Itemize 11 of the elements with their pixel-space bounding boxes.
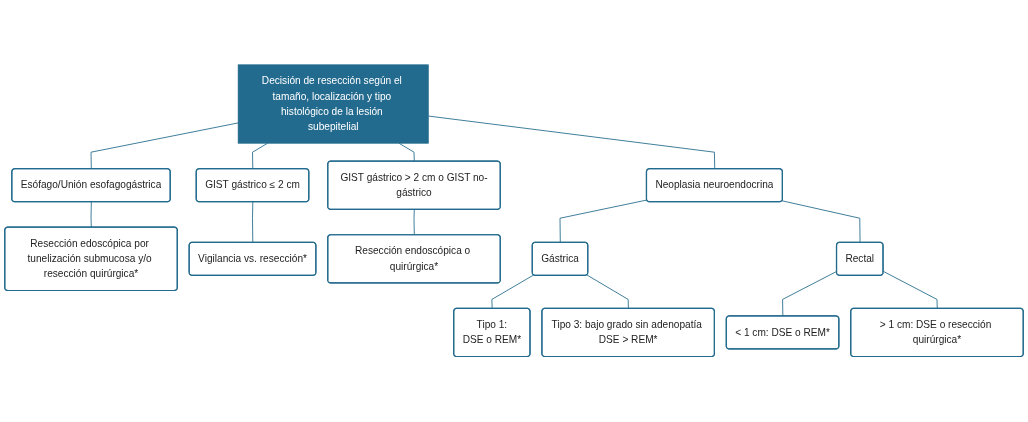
connector bbox=[586, 274, 629, 310]
connector bbox=[428, 115, 716, 170]
connector bbox=[398, 143, 415, 163]
connector bbox=[90, 201, 92, 229]
connector bbox=[252, 201, 254, 244]
node-box: Decisión de resección según el tamaño, localización y tipo histológico de la lesión subepitelial bbox=[237, 64, 429, 144]
connector bbox=[413, 209, 415, 236]
connector bbox=[781, 200, 861, 244]
connector bbox=[90, 122, 239, 170]
connector bbox=[491, 274, 535, 310]
connector bbox=[559, 199, 648, 244]
